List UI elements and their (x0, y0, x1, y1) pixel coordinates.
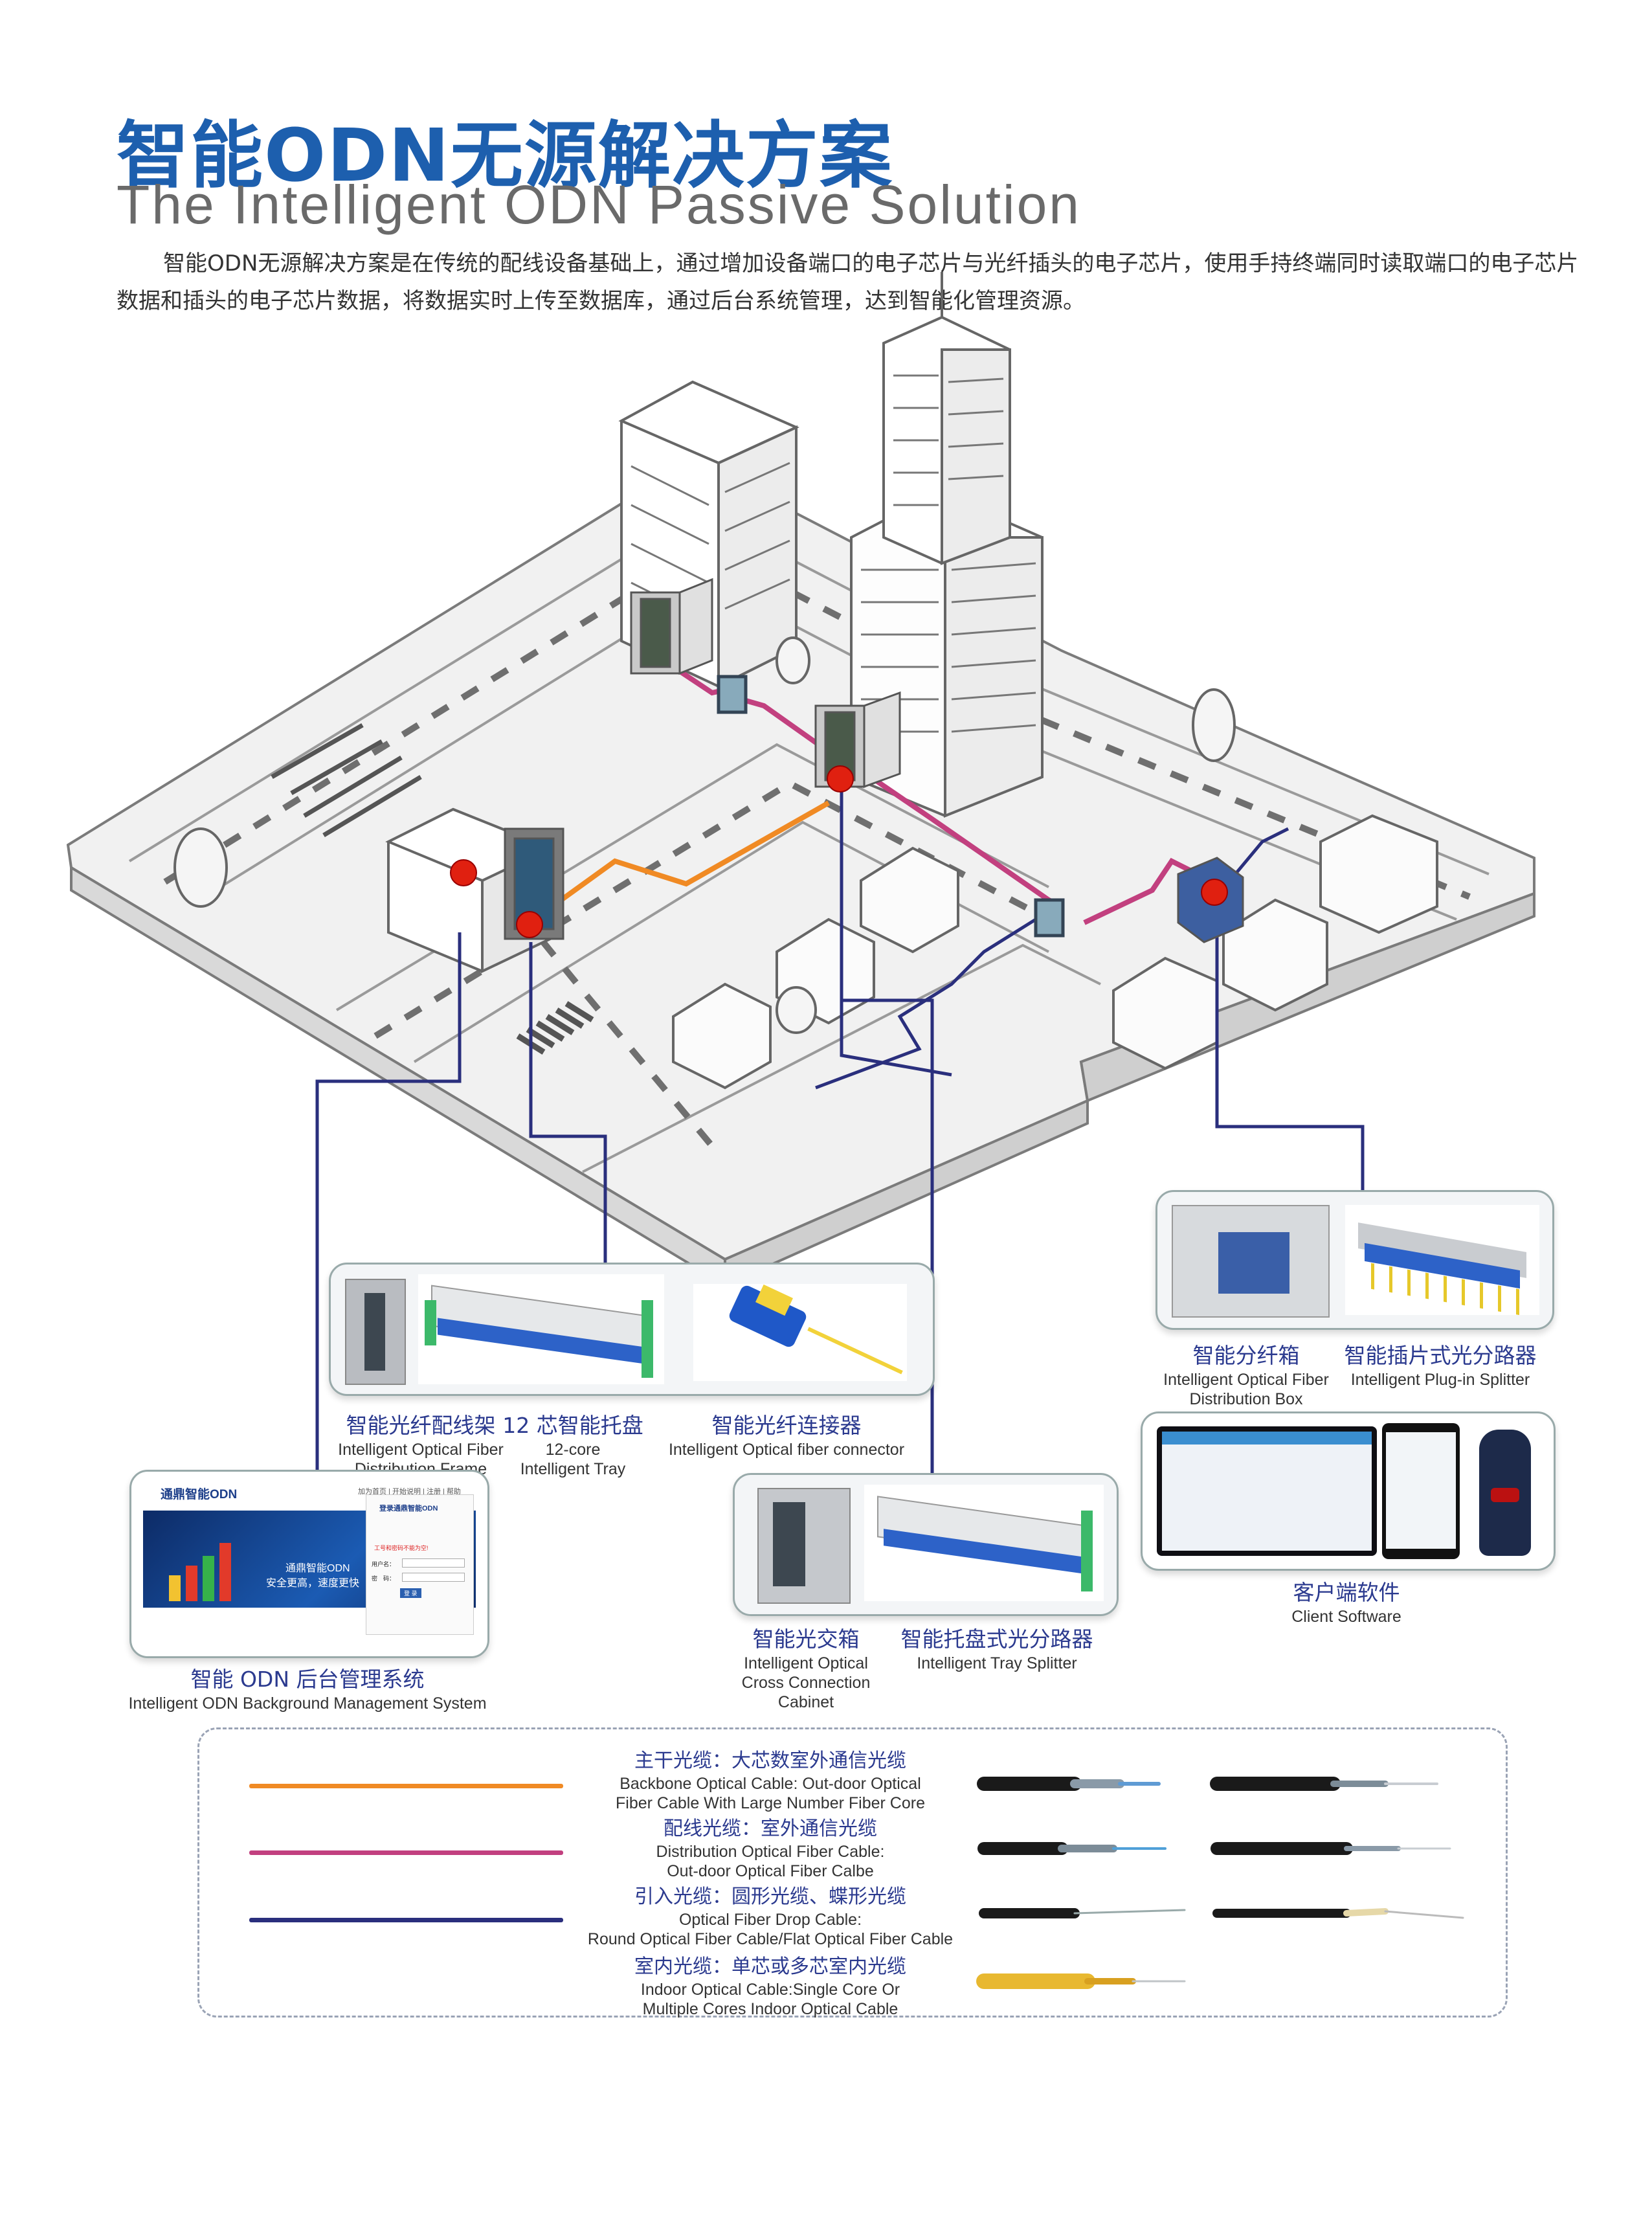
caption-fiber-connector: 智能光纤连接器 Intelligent Optical fiber connec… (668, 1413, 905, 1459)
caption-tray-12core: 12 芯智能托盘 12-core Intelligent Tray (502, 1413, 643, 1478)
panel-box-splitter (1155, 1190, 1554, 1330)
mgmt-banner-slogan: 安全更高，速度更快 (266, 1578, 360, 1589)
mgmt-nav: 加为首页 | 开始说明 | 注册 | 帮助 (358, 1488, 461, 1496)
mgmt-pass-label: 密 码： (372, 1575, 396, 1582)
city-platform (66, 458, 1535, 1288)
growth-chart-graphic (169, 1536, 247, 1601)
caption-plugin-splitter: 智能插片式光分路器 Intelligent Plug-in Splitter (1344, 1343, 1537, 1389)
connector-photo (693, 1283, 907, 1381)
intro-paragraph: 智能ODN无源解决方案是在传统的配线设备基础上，通过增加设备端口的电子芯片与光纤… (117, 251, 1579, 314)
mgmt-pass-input[interactable] (402, 1573, 465, 1582)
mgmt-login-box: 登录通鼎智能ODN 工号和密码不能为空! 用户名： 密 码： 登 录 (366, 1494, 474, 1635)
mgmt-banner-title: 通鼎智能ODN (285, 1563, 350, 1574)
chip-marker (827, 765, 854, 793)
legend-line-drop (249, 1918, 563, 1922)
cable-samples (976, 1777, 1464, 1989)
legend-line-distribution (249, 1850, 563, 1855)
junction-clips (717, 675, 1065, 938)
phone-screenshot (1382, 1423, 1460, 1559)
office-windows (631, 462, 790, 623)
page-subtitle: The Intelligent ODN Passive Solution (117, 174, 1082, 235)
cabinet-1 (630, 578, 713, 675)
houses (672, 814, 1438, 1090)
panel-cabinet-tray-splitter (733, 1473, 1119, 1616)
backbone-cable (555, 800, 830, 906)
chip-marker (516, 911, 543, 938)
cable-legend (197, 1727, 1508, 2018)
caption-management-system: 智能 ODN 后台管理系统 Intelligent ODN Background… (128, 1667, 487, 1713)
panel-frame-tray-connector (329, 1263, 935, 1396)
cross-cabinet-photo (757, 1488, 851, 1604)
drop-cables (315, 777, 1365, 1476)
mgmt-login-button[interactable]: 登 录 (400, 1588, 421, 1598)
chip-marker (1201, 879, 1228, 906)
cabinet-2 (814, 691, 901, 789)
panel-management-system: 通鼎智能ODN 加为首页 | 开始说明 | 注册 | 帮助 通鼎智能ODN 安全… (129, 1470, 489, 1658)
caption-cross-cabinet: 智能光交箱 Intelligent Optical Cross Connecti… (741, 1626, 871, 1711)
frame-photo (345, 1279, 406, 1385)
chip-marker (450, 859, 477, 886)
distribution-box-photo (1172, 1205, 1330, 1318)
plugin-splitter-photo (1345, 1205, 1539, 1316)
panel-client-software (1141, 1411, 1556, 1571)
legend-line-backbone (249, 1784, 563, 1788)
skyscraper-windows (861, 374, 1036, 733)
caption-distribution-box: 智能分纤箱 Intelligent Optical Fiber Distribu… (1163, 1343, 1329, 1408)
tray-photo (418, 1274, 664, 1384)
caption-distribution-frame: 智能光纤配线架 Intelligent Optical Fiber Distri… (338, 1413, 504, 1478)
page-title: 智能ODN无源解决方案 (117, 114, 893, 198)
trees (173, 636, 1236, 1034)
drop-cable-sample-flat (1212, 1908, 1464, 1919)
mgmt-login-prompt: 工号和密码不能为空! (374, 1545, 429, 1551)
mgmt-user-label: 用户名： (372, 1561, 396, 1568)
mgmt-login-title: 登录通鼎智能ODN (379, 1505, 438, 1512)
mgmt-brand: 通鼎智能ODN (161, 1488, 238, 1501)
drop-cable-sample-round (979, 1908, 1186, 1918)
caption-client-software: 客户端软件 Client Software (1291, 1580, 1401, 1626)
tray-splitter-photo (864, 1485, 1104, 1601)
caption-tray-splitter: 智能托盘式光分路器 Intelligent Tray Splitter (900, 1626, 1093, 1672)
office-building (618, 380, 799, 689)
mgmt-user-input[interactable] (402, 1558, 465, 1568)
chip-markers (450, 765, 1228, 938)
tablet-screenshot (1157, 1426, 1377, 1556)
handheld-reader (1479, 1430, 1531, 1556)
parking-lot (271, 723, 422, 838)
